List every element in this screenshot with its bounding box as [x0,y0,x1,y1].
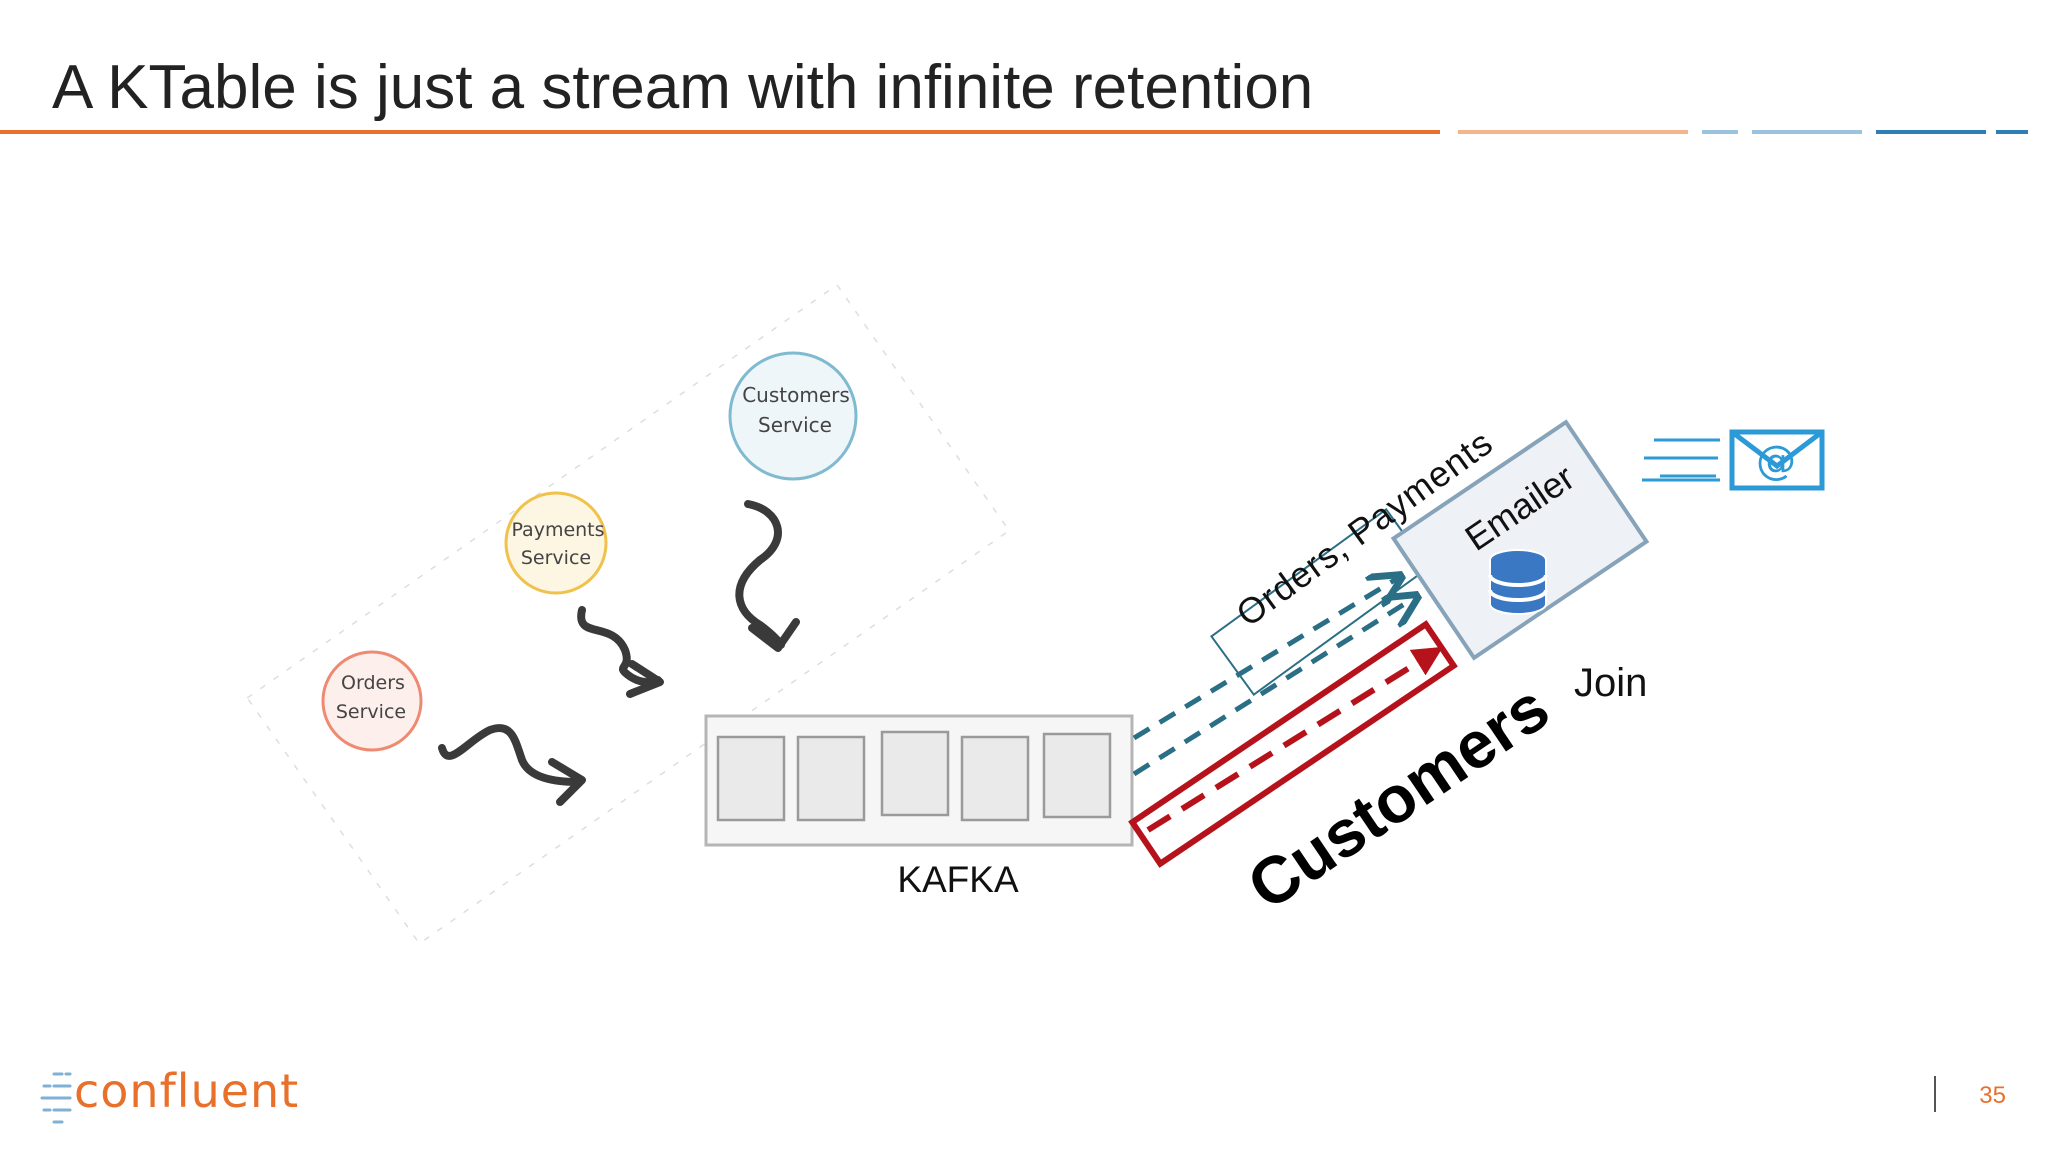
title-underline-orange [0,130,1440,134]
kafka-partition-5 [1042,732,1112,819]
payments-squiggle-arrow [577,606,662,687]
customers-service-label-line1: Customers [742,383,850,407]
confluent-logo-text: confluent [74,1064,300,1118]
title-underline-segment-blue-2 [1996,130,2028,134]
customers-service-label-line2: Service [758,413,832,437]
orders-squiggle-arrow [438,724,582,786]
payments-squiggle-arrowhead [626,660,664,698]
kafka-partition-3 [880,730,950,817]
payments-service-circle [504,491,608,595]
orders-service-node: Orders Service [321,650,423,752]
emailer-service: Emailer Join [1390,419,1650,705]
title-underline-segment-light-blue-1 [1702,130,1738,134]
customers-service-circle [728,351,858,481]
customers-stream: Customers [1128,620,1562,924]
squiggle-arrows [438,500,800,806]
kafka-broker: KAFKA [704,714,1134,900]
payments-stream-arrow [1132,598,1414,777]
slide-title: A KTable is just a stream with infinite … [52,53,1314,122]
confluent-logo-icon [40,1072,72,1124]
payments-service-label-line2: Service [521,547,591,569]
join-label: Join [1574,661,1647,705]
title-underline-segment-blue-1 [1876,130,1986,134]
kafka-partition-2 [796,735,866,822]
customers-squiggle-arrow [735,500,785,649]
payments-service-node: Payments Service [504,491,608,595]
database-icon [1488,549,1548,615]
email-at-icon: @ [1642,429,1825,491]
emailer-box [1390,419,1650,661]
orders-service-circle [321,650,423,752]
orders-service-label-line2: Service [336,701,406,723]
customers-service-node: Customers Service [728,351,858,481]
customers-stream-label: Customers [1234,669,1561,923]
confluent-logo: confluent [40,1064,310,1126]
svg-text:@: @ [1756,438,1796,484]
orders-stream-arrow [1132,578,1398,741]
kafka-partition-1 [716,735,786,822]
orders-service-label-line1: Orders [341,672,405,694]
customers-squiggle-arrowhead [748,618,800,652]
page-number-divider [1934,1076,1936,1112]
customers-stream-box [1128,620,1458,868]
kafka-partition-4 [960,735,1030,822]
title-underline-segment-peach [1458,130,1688,134]
customers-stream-arrow [1146,646,1444,833]
kafka-label: KAFKA [897,859,1019,900]
orders-squiggle-arrowhead [548,758,586,806]
title-underline-segment-light-blue-2 [1752,130,1862,134]
page-number: 35 [1979,1082,2006,1109]
payments-service-label-line1: Payments [511,519,604,541]
